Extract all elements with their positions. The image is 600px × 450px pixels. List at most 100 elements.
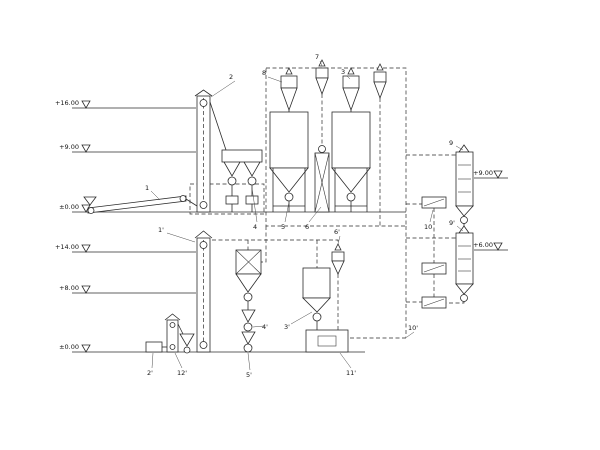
equipment-label: 2' [147, 352, 154, 377]
boot-wheel [169, 344, 176, 350]
feed-hopper [83, 196, 97, 206]
elevation-marker: +9.00 [473, 169, 503, 179]
label-text: 9' [449, 219, 455, 227]
rotary-valve [243, 343, 253, 353]
head-wheel [199, 99, 208, 107]
label-text: 6 [305, 223, 309, 231]
elevation-marker: +9.00 [59, 143, 91, 153]
elevation-marker: +14.00 [55, 243, 91, 253]
equipment-label: 9' [449, 219, 464, 232]
label-text: 8 [262, 69, 266, 77]
sifter-stack [235, 249, 262, 353]
boot-wheel [199, 201, 208, 209]
equipment-label: 4 [251, 187, 258, 231]
packer [305, 329, 349, 353]
bucket-elevator-lower [194, 230, 213, 353]
equipment-label: 3' [284, 311, 313, 331]
label-text: 6' [334, 228, 340, 236]
label-text: 9 [449, 139, 453, 147]
surge-hopper [221, 149, 263, 212]
elevation-label: ±0.00 [59, 343, 79, 351]
head-wheel [199, 241, 208, 249]
equipment-label: 2 [210, 73, 236, 98]
cyclone-far-right [373, 63, 387, 100]
head-wheel [169, 322, 176, 328]
label-text: 12' [177, 369, 187, 377]
label-text: 4 [253, 223, 257, 231]
rotary-valve [247, 176, 257, 186]
equipment-label: 4' [252, 323, 268, 331]
rotary-valve [227, 176, 237, 186]
elevation-label: +14.00 [55, 243, 79, 251]
cyclone-left [280, 67, 298, 112]
equipment-label: 10 [424, 209, 434, 231]
cyclone-center [315, 59, 329, 153]
small-elevator [164, 313, 181, 353]
elevation-marker: +6.00 [473, 241, 503, 251]
label-text: 5 [281, 223, 285, 231]
feeder [245, 195, 259, 205]
label-text: 3 [341, 68, 345, 76]
feeder-box [145, 341, 167, 353]
label-text: 5' [246, 371, 252, 379]
rotary-valve [243, 292, 253, 302]
label-text: 2 [229, 73, 233, 81]
vessel-upper [455, 144, 474, 227]
equipment-label: 1' [158, 226, 196, 243]
transfer-hopper [177, 323, 195, 354]
rotary-valve [460, 294, 468, 302]
label-text: 1' [158, 226, 164, 234]
label-text: 1 [145, 184, 149, 192]
elevation-marker: ±0.00 [59, 343, 91, 353]
elevation-label: ±0.00 [59, 203, 79, 211]
lower-feed-duct [212, 239, 339, 244]
equipment-label: 5 [281, 201, 290, 231]
equipment-label: 12' [174, 352, 187, 377]
rotary-valve [346, 192, 356, 202]
feeder [225, 195, 239, 205]
head-pulley [179, 195, 187, 202]
pneumatic-duct-network [189, 67, 465, 339]
elevation-label: +8.00 [59, 284, 79, 292]
elevation-label: +9.00 [59, 143, 79, 151]
rotary-valve [460, 216, 468, 224]
elevation-marker: ±0.00 [59, 203, 91, 213]
equipment-label: 10' [406, 324, 418, 338]
label-text: 10' [408, 324, 418, 332]
equipment-label: 8 [262, 69, 283, 83]
vessel-lower [455, 225, 474, 302]
equipment-label: 6 [305, 206, 322, 231]
rotary-valve [183, 346, 191, 354]
label-text: 7 [315, 53, 319, 61]
equipment-label: 6' [334, 228, 341, 245]
equipment-label: 1 [145, 184, 161, 201]
fan-box-column [421, 196, 447, 309]
filter-bin-right [331, 111, 371, 212]
rotary-valve [312, 312, 322, 322]
label-text: 10 [424, 223, 432, 231]
label-text: 4' [262, 323, 268, 331]
equipment-label: 3 [341, 68, 351, 80]
belt-conveyor [87, 195, 198, 214]
elevation-marker: +8.00 [59, 284, 91, 294]
label-text: 3' [284, 323, 290, 331]
equipment-label: 11' [339, 352, 356, 377]
rotary-valve [243, 322, 253, 332]
cyclone-right [342, 67, 360, 112]
support-tower [314, 152, 330, 213]
label-text: 11' [346, 369, 356, 377]
equipment-number-labels: 1 2 8 7 3 4 5 6 [145, 53, 464, 379]
equipment-label: 9 [449, 139, 464, 151]
bucket-elevator-upper [194, 89, 227, 213]
label-text: 2' [147, 369, 153, 377]
filter-bin-left [269, 111, 309, 212]
rotary-valve [284, 192, 294, 202]
boot-wheel [199, 341, 208, 349]
elevation-label: +16.00 [55, 99, 79, 107]
cyclone-lower [331, 243, 345, 275]
elevation-label: +9.00 [473, 169, 493, 177]
tail-pulley [87, 207, 95, 214]
bin-lower [302, 267, 331, 330]
